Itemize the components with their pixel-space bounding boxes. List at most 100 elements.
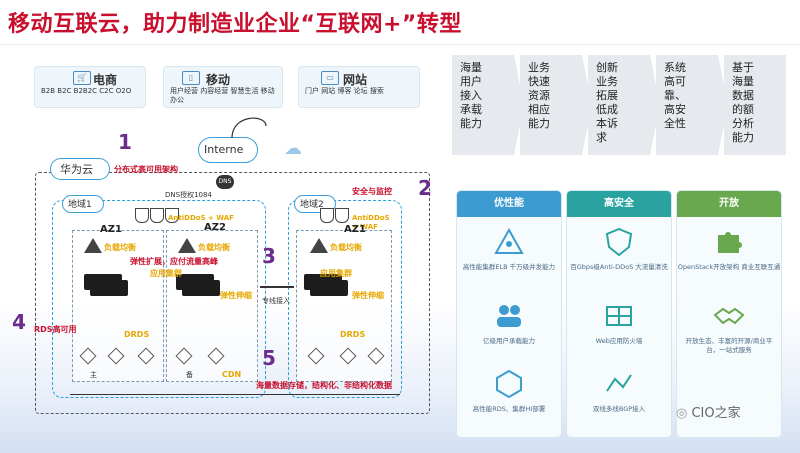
anti-ddos-label: AntiDDoS + WAF	[168, 214, 234, 222]
panel-header: 优性能	[457, 191, 561, 217]
handshake-icon	[713, 307, 745, 325]
label-elastic: 弹性扩展，应付流量高峰	[130, 257, 218, 266]
capability-5: 基于海量数据的额分析能力	[724, 55, 786, 155]
region-2-label: 地域2	[300, 200, 324, 210]
panel-header: 开放	[677, 191, 781, 217]
app-cluster-label-2: 应用集群	[320, 269, 352, 278]
elastic-label-2: 弹性伸缩	[352, 291, 384, 300]
page-title: 移动互联云，助力制造业企业“互联网+”转型	[8, 12, 462, 37]
load-balancer-icon	[178, 238, 196, 253]
load-balancer-icon	[84, 238, 102, 253]
server-icon	[182, 280, 220, 296]
hexagon-icon	[496, 369, 522, 399]
panel-item: 百Gbps级Anti-DDoS 大流量清洗	[570, 263, 668, 271]
backup-label: 备	[186, 371, 193, 379]
panel-item: 亿级用户承载能力	[483, 337, 535, 345]
internet-cloud	[198, 137, 258, 163]
main-label: 主	[90, 371, 97, 379]
puzzle-icon	[718, 232, 742, 253]
cloud-small-icon: ☁	[284, 138, 302, 159]
internet-label: Interne	[204, 143, 244, 156]
channel-desc: 用户经营 内容经营 智慧生活 移动办公	[170, 87, 275, 104]
marker-4: 4	[12, 310, 26, 334]
az2-label: AZ2	[204, 222, 226, 233]
panel-item: 高性能RDS、集群HI部署	[472, 405, 546, 413]
drds-label: DRDS	[124, 330, 150, 339]
channel-ecommerce: 🛒 电商 B2B B2C B2B2C C2C O2O	[34, 66, 146, 108]
chevron-arrow	[582, 55, 592, 155]
channel-name: 网站	[343, 73, 368, 87]
web-icon: ▭	[321, 71, 339, 85]
panel-item: Web应用防火墙	[595, 337, 643, 345]
panel-open: 开放 OpenStack开放架构 商业互联互通 开放生态、丰富的开源/商业平台，…	[676, 190, 782, 438]
panel-item: 高性能集群ELB 千万级并发能力	[462, 263, 556, 271]
panel-performance: 优性能 高性能集群ELB 千万级并发能力 亿级用户承载能力 高性能RDS、集群H…	[456, 190, 562, 438]
firewall-icon	[606, 306, 632, 326]
wechat-icon: ◎	[676, 406, 688, 421]
elb-label: 负载均衡	[330, 243, 362, 252]
shield-icon	[605, 227, 633, 257]
shield-icon	[335, 208, 349, 223]
panel-item: OpenStack开放架构 商业互联互通	[677, 263, 781, 271]
label-storage: 海量数据存储，结构化、非结构化数据	[256, 381, 392, 390]
label-distributed: 分布式高可用架构	[114, 165, 178, 174]
title-divider	[0, 44, 800, 45]
panel-item: 开放生态、丰富的开源/商业平台，一站式服务	[685, 337, 773, 354]
panel-item: 双线多线BGP接入	[592, 405, 646, 413]
dns-label: DNS授权1084	[165, 191, 212, 199]
watermark: ◎ CIO之家	[676, 402, 741, 421]
panel-security: 高安全 百Gbps级Anti-DDoS 大流量清洗 Web应用防火墙 双线多线B…	[566, 190, 672, 438]
chevron-arrow	[718, 55, 728, 155]
capability-text: 系统高可靠、高安全性	[664, 61, 686, 130]
elb-label: 负载均衡	[198, 243, 230, 252]
shield-icon	[165, 208, 179, 223]
chevron-arrow	[650, 55, 660, 155]
cdn-label: CDN	[222, 370, 242, 379]
bottom-bus-line	[70, 394, 400, 396]
server-icon	[310, 280, 348, 296]
capability-text: 基于海量数据的额分析能力	[732, 61, 754, 144]
region-1	[52, 200, 266, 398]
capability-text: 创新业务拓展低成本诉求	[596, 61, 618, 144]
az1-region2-label: AZ1	[344, 224, 366, 235]
cart-icon: 🛒	[73, 71, 91, 85]
marker-5: 5	[262, 346, 276, 370]
region-2	[288, 200, 402, 398]
load-balancer-icon	[310, 238, 328, 253]
dedicated-line	[260, 286, 294, 288]
huawei-cloud-boundary	[35, 172, 430, 414]
shield-icon	[150, 208, 164, 223]
elb-label: 负载均衡	[104, 243, 136, 252]
channel-desc: B2B B2C B2B2C C2C O2O	[41, 87, 132, 95]
label-security-monitoring: 安全与监控	[352, 187, 392, 196]
capability-2: 业务快速资源相应能力	[520, 55, 592, 155]
watermark-text: CIO之家	[691, 406, 741, 421]
shield-icon	[135, 208, 149, 223]
users-icon	[497, 305, 521, 327]
huawei-cloud-label: 华为云	[60, 163, 93, 176]
drds-label-2: DRDS	[340, 330, 366, 339]
label-rds: RDS高可用	[34, 325, 77, 334]
capability-text: 业务快速资源相应能力	[528, 61, 550, 130]
server-icon	[90, 280, 128, 296]
region-1-label: 地域1	[68, 200, 92, 210]
az1-label: AZ1	[100, 224, 122, 235]
channel-name: 电商	[93, 73, 118, 87]
capability-text: 海量用户接入承载能力	[460, 61, 482, 130]
shield-icon	[320, 208, 334, 223]
app-cluster-label: 应用集群	[150, 269, 182, 278]
dedicated-line-label: 专线接入	[262, 297, 290, 305]
region-1-badge	[62, 195, 104, 213]
channel-mobile: ▯ 移动 用户经营 内容经营 智慧生活 移动办公	[163, 66, 283, 108]
dns-text: DNS	[218, 178, 232, 185]
channel-name: 移动	[206, 73, 231, 87]
channel-desc: 门户 网站 博客 论坛 搜索	[305, 87, 384, 95]
elastic-label: 弹性伸缩	[220, 291, 252, 300]
capability-4: 系统高可靠、高安全性	[656, 55, 728, 155]
channel-web: ▭ 网站 门户 网站 博客 论坛 搜索	[298, 66, 420, 108]
panel-header: 高安全	[567, 191, 671, 217]
bgp-icon	[606, 374, 632, 392]
capability-3: 创新业务拓展低成本诉求	[588, 55, 660, 155]
huawei-cloud-badge	[50, 158, 110, 180]
marker-3: 3	[262, 244, 276, 268]
